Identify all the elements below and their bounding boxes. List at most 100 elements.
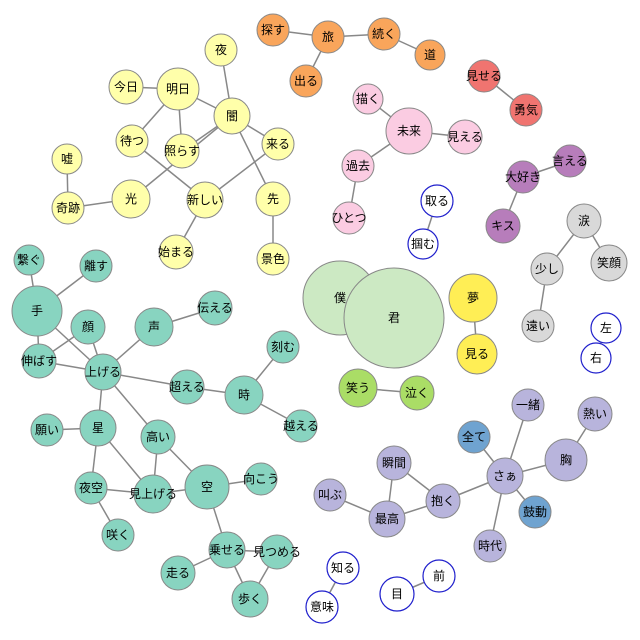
node-me: 目: [379, 576, 415, 612]
node-label: 右: [590, 350, 602, 365]
node-hajimaru: 始まる: [158, 234, 194, 270]
node-circle: [256, 242, 290, 276]
node-kizamu: 刻む: [266, 330, 300, 364]
node-label: 大好き: [505, 170, 541, 184]
node-label: 伝える: [197, 301, 233, 315]
node-aruku: 歩く: [231, 580, 269, 618]
node-sukoshi: 少し: [530, 252, 564, 286]
node-kao: 顔: [70, 309, 106, 345]
node-sagasu: 探す: [256, 13, 290, 47]
node-label: 越える: [283, 419, 319, 433]
node-label: 上げる: [85, 365, 121, 379]
node-circle: [134, 307, 174, 347]
node-label: キス: [491, 219, 515, 233]
node-circle: [313, 478, 347, 512]
node-circle: [456, 333, 498, 375]
node-kuru: 来る: [261, 127, 295, 161]
node-saki: 先: [255, 181, 291, 217]
node-circle: [385, 107, 433, 155]
node-circle: [79, 409, 117, 447]
node-kisu: キス: [485, 208, 521, 244]
node-naku: 泣く: [399, 375, 435, 411]
node-label: 刻む: [271, 340, 295, 354]
node-label: 全て: [462, 429, 486, 444]
node-label: 君: [388, 311, 400, 325]
node-label: 見える: [447, 130, 483, 144]
node-circle: [13, 244, 45, 276]
node-circle: [115, 124, 149, 158]
node-circle: [414, 39, 446, 71]
node-circle: [518, 495, 552, 529]
node-label: 叫ぶ: [318, 488, 342, 502]
node-label: 待つ: [120, 134, 144, 148]
node-circle: [186, 181, 224, 219]
node-warau: 笑う: [338, 368, 378, 408]
node-circle: [486, 457, 524, 495]
node-label: ひとつ: [331, 211, 366, 225]
node-yozora: 夜空: [74, 471, 108, 505]
node-circle: [21, 343, 57, 379]
node-shiru: 知る: [326, 551, 360, 585]
node-circle: [11, 285, 63, 337]
node-atsui: 熱い: [577, 396, 613, 432]
node-label: 空: [201, 480, 213, 494]
node-circle: [284, 409, 318, 443]
node-circle: [140, 419, 176, 455]
node-michi: 道: [414, 39, 446, 71]
node-circle: [311, 20, 345, 54]
node-circle: [447, 119, 483, 155]
node-circle: [553, 144, 587, 178]
node-koeru2: 越える: [283, 409, 319, 443]
node-circle: [160, 555, 196, 591]
node-label: 未来: [397, 124, 421, 138]
node-circle: [197, 290, 233, 326]
node-label: 道: [424, 48, 436, 62]
node-layer: 夜今日明日闇待つ照らす来る嘘光新しい先奇跡始まる景色探す旅続く道出る見せる勇気描…: [11, 13, 628, 624]
node-label: 向こう: [243, 471, 279, 486]
node-koe: 声: [134, 307, 174, 347]
node-circle: [448, 273, 498, 323]
node-circle: [352, 83, 384, 115]
node-koeru: 超える: [169, 369, 205, 405]
node-uso: 嘘: [51, 143, 83, 175]
node-hashiru: 走る: [160, 555, 196, 591]
node-miageru: 見上げる: [129, 474, 177, 514]
node-circle: [530, 252, 564, 286]
node-label: 言える: [552, 154, 588, 168]
node-circle: [256, 13, 290, 47]
node-circle: [425, 483, 461, 519]
node-label: 熱い: [583, 407, 607, 421]
node-label: 声: [148, 320, 160, 334]
node-label: 繋ぐ: [17, 252, 41, 267]
node-label: 見る: [465, 347, 489, 361]
node-kodou: 鼓動: [518, 495, 552, 529]
node-label: 手: [31, 304, 43, 318]
node-circle: [224, 375, 264, 415]
node-label: 抱く: [431, 493, 455, 508]
node-toki: 時: [224, 375, 264, 415]
node-label: 夜空: [79, 480, 103, 495]
node-circle: [231, 580, 269, 618]
node-saa: さぁ: [486, 457, 524, 495]
node-negai: 願い: [30, 413, 64, 447]
node-kako: 過去: [341, 149, 375, 183]
node-circle: [266, 330, 300, 364]
node-circle: [467, 59, 501, 93]
node-issho: 一緒: [511, 388, 545, 422]
node-circle: [580, 342, 612, 374]
node-label: 走る: [166, 566, 190, 580]
node-circle: [457, 420, 491, 454]
node-label: 描く: [356, 92, 380, 106]
node-label: 奇跡: [56, 200, 80, 215]
node-circle: [164, 133, 200, 169]
node-takai: 高い: [140, 419, 176, 455]
node-label: 来る: [266, 137, 290, 151]
node-label: 最高: [375, 511, 399, 526]
node-circle: [108, 69, 144, 105]
node-label: 嘘: [61, 152, 73, 166]
node-ashita: 明日: [156, 67, 200, 111]
node-circle: [259, 534, 295, 570]
node-label: 笑う: [346, 380, 370, 395]
node-circle: [509, 93, 543, 127]
node-sakebu: 叫ぶ: [313, 478, 347, 512]
